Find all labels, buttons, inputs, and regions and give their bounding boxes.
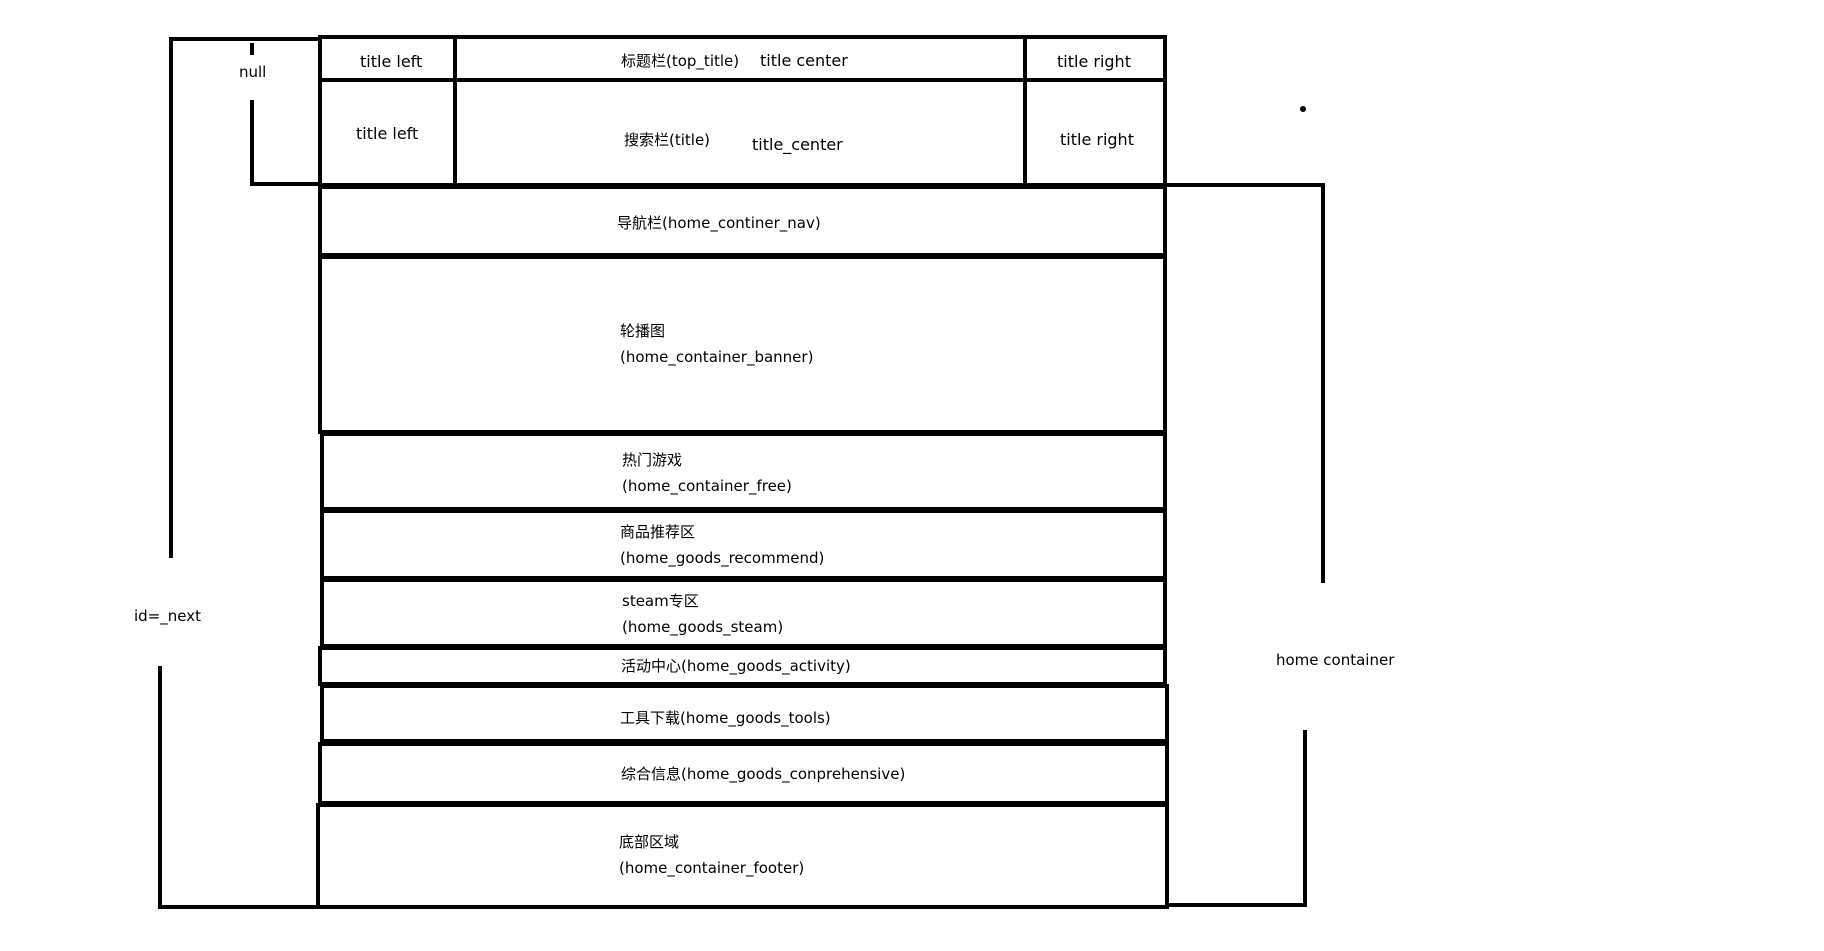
title-name-label: 搜索栏(title)	[624, 131, 711, 149]
section-label-free-line1: 热门游戏	[622, 451, 683, 469]
top-title-right-label: title right	[1057, 52, 1131, 71]
section-label-steam-line2: (home_goods_steam)	[622, 618, 784, 636]
stray-dot	[1300, 106, 1306, 112]
home-container-bracket-lower	[1167, 730, 1307, 907]
title-left-label: title left	[356, 124, 419, 143]
title-center-box	[453, 78, 1027, 187]
home-container-bracket-upper	[1165, 183, 1325, 583]
section-label-free: 热门游戏 (home_container_free)	[622, 447, 792, 499]
section-box-tools	[320, 684, 1169, 743]
section-label-recommend-line1: 商品推荐区	[620, 523, 696, 541]
section-label-comprehensive: 综合信息(home_goods_conprehensive)	[621, 765, 906, 783]
section-label-nav: 导航栏(home_continer_nav)	[617, 214, 821, 232]
next-bracket-upper	[169, 37, 320, 558]
section-label-free-line2: (home_container_free)	[622, 477, 792, 495]
section-label-steam: steam专区 (home_goods_steam)	[622, 588, 783, 640]
section-label-recommend: 商品推荐区 (home_goods_recommend)	[620, 519, 824, 571]
section-label-activity: 活动中心(home_goods_activity)	[621, 657, 851, 675]
section-label-footer-line1: 底部区域	[619, 833, 680, 851]
section-label-banner-line1: 轮播图	[620, 322, 666, 340]
next-bracket-lower	[158, 666, 318, 909]
title-right-label: title right	[1060, 130, 1134, 149]
section-label-steam-line1: steam专区	[622, 592, 699, 610]
section-label-banner-line2: (home_container_banner)	[620, 348, 814, 366]
top-title-center-box	[453, 35, 1027, 82]
section-box-footer	[316, 803, 1169, 909]
null-bracket-bottom	[250, 100, 320, 186]
section-label-recommend-line2: (home_goods_recommend)	[620, 549, 825, 567]
top-title-name-label: 标题栏(top_title)	[621, 52, 740, 70]
title-center-label: title_center	[752, 135, 843, 154]
top-title-left-label: title left	[360, 52, 423, 71]
home-container-label: home container	[1276, 651, 1395, 669]
section-label-footer-line2: (home_container_footer)	[619, 859, 805, 877]
section-label-banner: 轮播图 (home_container_banner)	[620, 318, 813, 370]
null-label: null	[239, 63, 267, 81]
next-id-label: id=_next	[134, 607, 201, 625]
section-label-footer: 底部区域 (home_container_footer)	[619, 829, 804, 881]
section-label-tools: 工具下载(home_goods_tools)	[620, 709, 831, 727]
top-title-center-label: title center	[760, 51, 848, 70]
